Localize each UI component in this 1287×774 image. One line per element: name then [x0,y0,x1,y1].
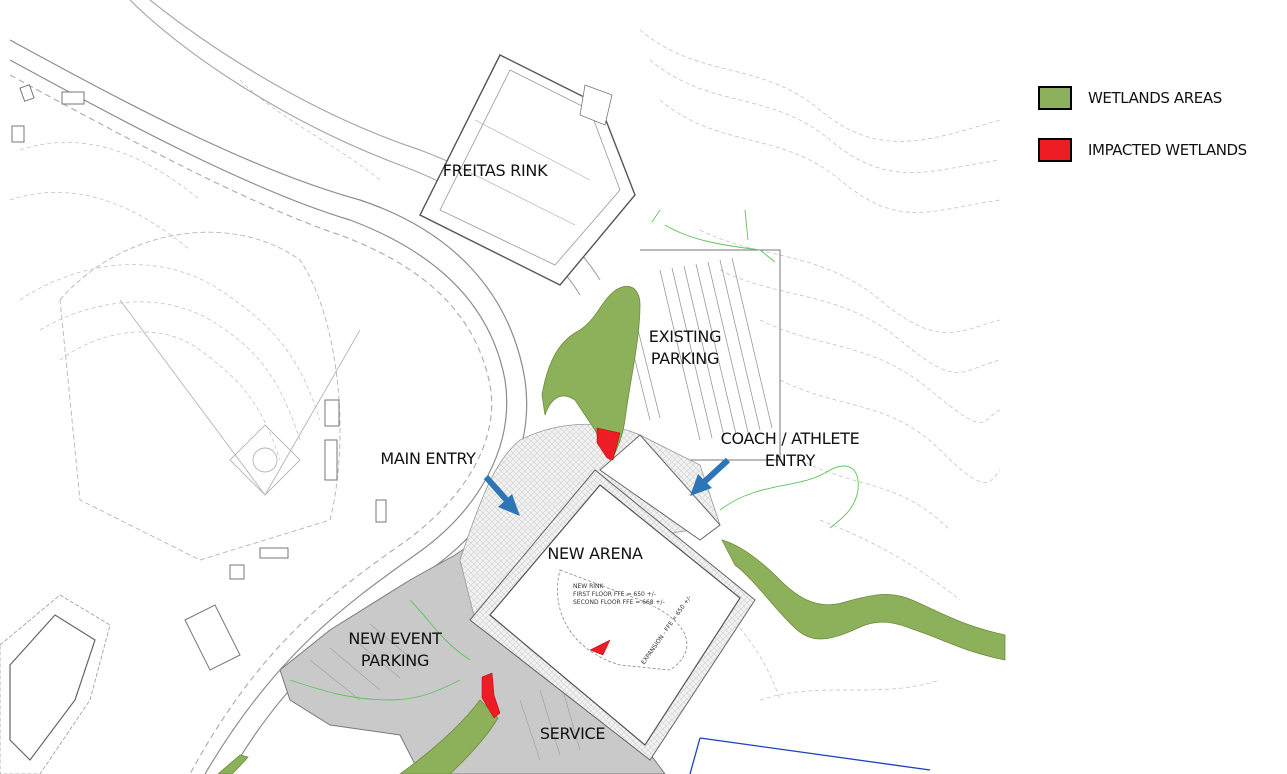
label-service: SERVICE [539,724,606,743]
main-road [9,0,601,774]
label-new-event-parking-line2: PARKING [360,651,430,670]
note-rink-line3: SECOND FLOOR FFE = 668 +/- [573,599,665,606]
label-freitas-rink: FREITAS RINK [442,161,548,180]
new-arena-building [469,434,756,761]
label-existing-parking: EXISTING PARKING [630,326,740,370]
wetland-south-center [399,699,499,774]
wetland-north [541,285,641,461]
property-boundary [689,737,931,774]
impacted-wetland-arena [589,639,611,656]
label-coach-entry-line1: COACH / ATHLETE [720,429,860,448]
legend-swatch-impacted [1038,138,1072,162]
label-existing-parking-line2: PARKING [650,349,720,368]
legend-item-impacted: IMPACTED WETLANDS [1038,136,1278,164]
coach-entry-arrow-icon [690,457,731,496]
label-coach-entry-line2: ENTRY [764,451,816,470]
legend-label-impacted: IMPACTED WETLANDS [1088,141,1247,159]
wetland-delineation-lines [289,209,859,701]
impacted-wetlands [481,427,621,719]
note-new-rink: NEW RINK FIRST FLOOR FFE = 650 +/- SECON… [573,583,665,607]
wetland-south-left [217,754,249,774]
minor-structures [11,84,387,671]
legend-item-wetlands: WETLANDS AREAS [1038,84,1278,112]
topographic-contours [9,29,1001,701]
note-rink-line2: FIRST FLOOR FFE = 650 +/- [573,591,656,598]
label-existing-parking-line1: EXISTING [648,327,722,346]
label-new-arena: NEW ARENA [547,544,643,563]
site-plan-drawing [0,0,1006,774]
baseball-field [59,231,361,561]
apartment-building [0,594,111,774]
map-legend: WETLANDS AREAS IMPACTED WETLANDS [1038,84,1278,188]
note-rink-line1: NEW RINK [573,583,604,590]
label-new-event-parking-line1: NEW EVENT [348,629,442,648]
label-coach-athlete-entry: COACH / ATHLETE ENTRY [705,428,875,472]
entry-arrows [483,457,731,516]
main-entry-arrow-icon [483,475,520,516]
wetland-east [721,539,1006,661]
label-new-event-parking: NEW EVENT PARKING [335,628,455,672]
wetland-areas [217,285,1006,774]
legend-label-wetlands: WETLANDS AREAS [1088,89,1222,107]
label-main-entry: MAIN ENTRY [380,449,476,468]
impacted-wetland-north [596,427,621,461]
freitas-rink-building [419,54,636,286]
impacted-wetland-service [481,672,501,719]
legend-swatch-wetlands [1038,86,1072,110]
